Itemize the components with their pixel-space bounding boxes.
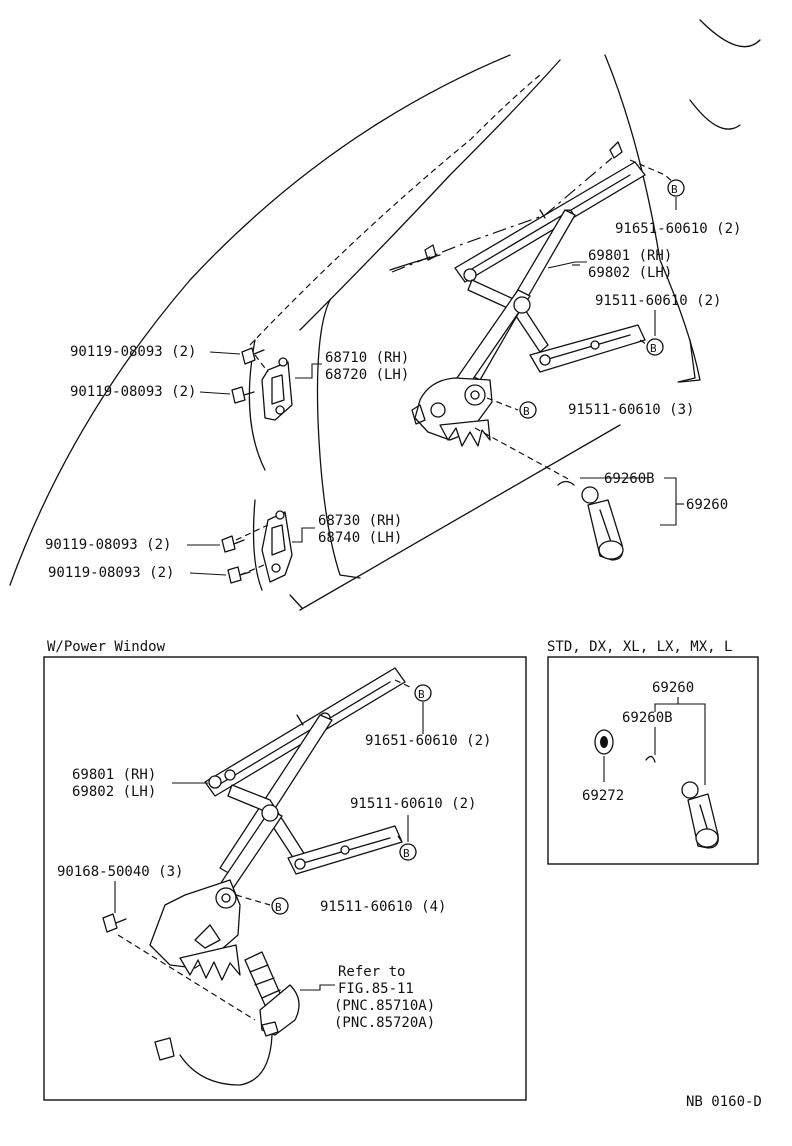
marker-b-circle bbox=[667, 179, 685, 197]
label-68730: 68730 (RH) bbox=[318, 513, 402, 529]
door-hinge-upper bbox=[254, 354, 293, 421]
leader-90119-2 bbox=[199, 391, 231, 395]
label-69802-pw: 69802 (LH) bbox=[72, 784, 156, 800]
window-crank-handle-top bbox=[581, 486, 624, 561]
glass-run-line bbox=[391, 157, 613, 273]
bolt-icon bbox=[102, 913, 127, 933]
bolt-icon bbox=[221, 535, 245, 553]
marker-b-circle bbox=[414, 684, 432, 702]
bolt-icon bbox=[227, 566, 251, 584]
label-std-69260B: 69260B bbox=[622, 710, 673, 726]
label-69260-top: 69260 bbox=[686, 497, 728, 513]
marker-b-circle bbox=[646, 338, 664, 356]
refer-line-2: FIG.85-11 bbox=[338, 981, 414, 997]
glass-run-clip-top bbox=[609, 141, 623, 159]
bolt-icon bbox=[231, 386, 255, 404]
label-90168: 90168-50040 (3) bbox=[57, 864, 183, 880]
power-leaders bbox=[114, 679, 424, 1021]
marker-b: B bbox=[275, 901, 282, 914]
marker-b-circle bbox=[271, 897, 289, 915]
label-90119-1: 90119-08093 (2) bbox=[70, 344, 196, 360]
marker-b-circle bbox=[399, 843, 417, 861]
refer-line-1: Refer to bbox=[338, 964, 405, 980]
leader-69801-top bbox=[547, 261, 587, 269]
window-crank-washer bbox=[594, 729, 614, 755]
figure-code: NB 0160-D bbox=[686, 1094, 762, 1110]
std-box bbox=[547, 656, 759, 865]
marker-b: B bbox=[671, 183, 678, 196]
marker-b-circle bbox=[519, 401, 537, 419]
power-window-title: W/Power Window bbox=[47, 639, 166, 655]
door-hinge-lower bbox=[235, 510, 293, 583]
label-std-69272: 69272 bbox=[582, 788, 624, 804]
window-regulator-manual bbox=[411, 161, 646, 447]
top-leaders bbox=[474, 159, 684, 526]
label-68710: 68710 (RH) bbox=[325, 350, 409, 366]
label-91511-pw: 91511-60610 (2) bbox=[350, 796, 476, 812]
power-window-box bbox=[43, 656, 527, 1101]
leader-90119-4 bbox=[189, 572, 227, 576]
label-69260B-top: 69260B bbox=[604, 471, 655, 487]
leader-90119-1 bbox=[209, 351, 241, 355]
leader-68730 bbox=[292, 527, 315, 543]
label-91651-pw: 91651-60610 (2) bbox=[365, 733, 491, 749]
marker-b: B bbox=[403, 847, 410, 860]
refer-line-4: (PNC.85720A) bbox=[334, 1015, 435, 1031]
glass-run-clip bbox=[424, 244, 437, 261]
std-title: STD, DX, XL, LX, MX, L bbox=[547, 639, 732, 655]
marker-b: B bbox=[523, 405, 530, 418]
marker-b: B bbox=[418, 688, 425, 701]
label-69801-top: 69801 (RH) bbox=[588, 248, 672, 264]
label-91511-a: 91511-60610 (2) bbox=[595, 293, 721, 309]
label-90119-3: 90119-08093 (2) bbox=[45, 537, 171, 553]
bolt-icon bbox=[241, 347, 265, 365]
leader-68710 bbox=[295, 363, 322, 379]
label-91511-b: 91511-60610 (3) bbox=[568, 402, 694, 418]
marker-b: B bbox=[650, 342, 657, 355]
leader-std-69260 bbox=[654, 697, 706, 785]
refer-line-3: (PNC.85710A) bbox=[334, 998, 435, 1014]
label-91651-top: 91651-60610 (2) bbox=[615, 221, 741, 237]
label-std-69260: 69260 bbox=[652, 680, 694, 696]
label-68740: 68740 (LH) bbox=[318, 530, 402, 546]
window-regulator-power bbox=[149, 667, 406, 1086]
label-69802-top: 69802 (LH) bbox=[588, 265, 672, 281]
window-crank-handle-std bbox=[681, 781, 719, 849]
label-90119-4: 90119-08093 (2) bbox=[48, 565, 174, 581]
label-68720: 68720 (LH) bbox=[325, 367, 409, 383]
label-69801-pw: 69801 (RH) bbox=[72, 767, 156, 783]
label-90119-2: 90119-08093 (2) bbox=[70, 384, 196, 400]
std-spring-clip bbox=[645, 755, 656, 763]
label-91511-pw4: 91511-60610 (4) bbox=[320, 899, 446, 915]
